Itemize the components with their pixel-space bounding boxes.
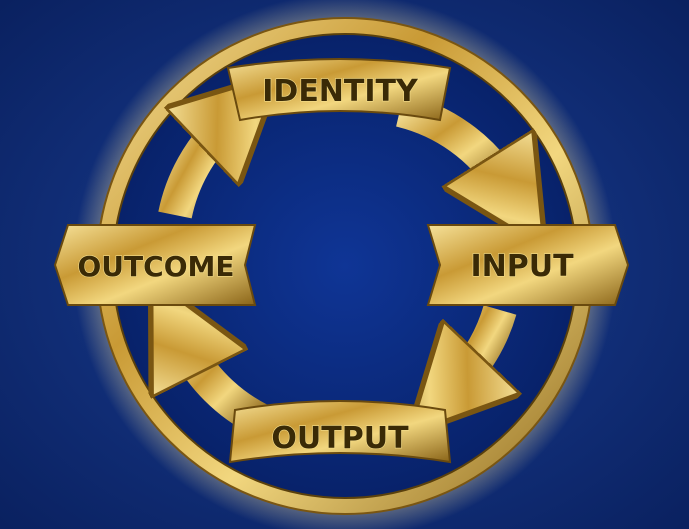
label-identity: IDENTITY bbox=[262, 74, 419, 109]
banner-identity: IDENTITY bbox=[226, 58, 452, 122]
arrow-outcome-to-identity bbox=[158, 125, 225, 219]
label-outcome: OUTCOME bbox=[78, 250, 235, 283]
banner-outcome: OUTCOME bbox=[53, 224, 257, 306]
banner-input: INPUT bbox=[426, 224, 630, 306]
arrow-input-to-output bbox=[460, 304, 500, 380]
label-output: OUTPUT bbox=[271, 421, 409, 456]
label-input: INPUT bbox=[470, 249, 574, 284]
banner-output: OUTPUT bbox=[228, 400, 452, 464]
